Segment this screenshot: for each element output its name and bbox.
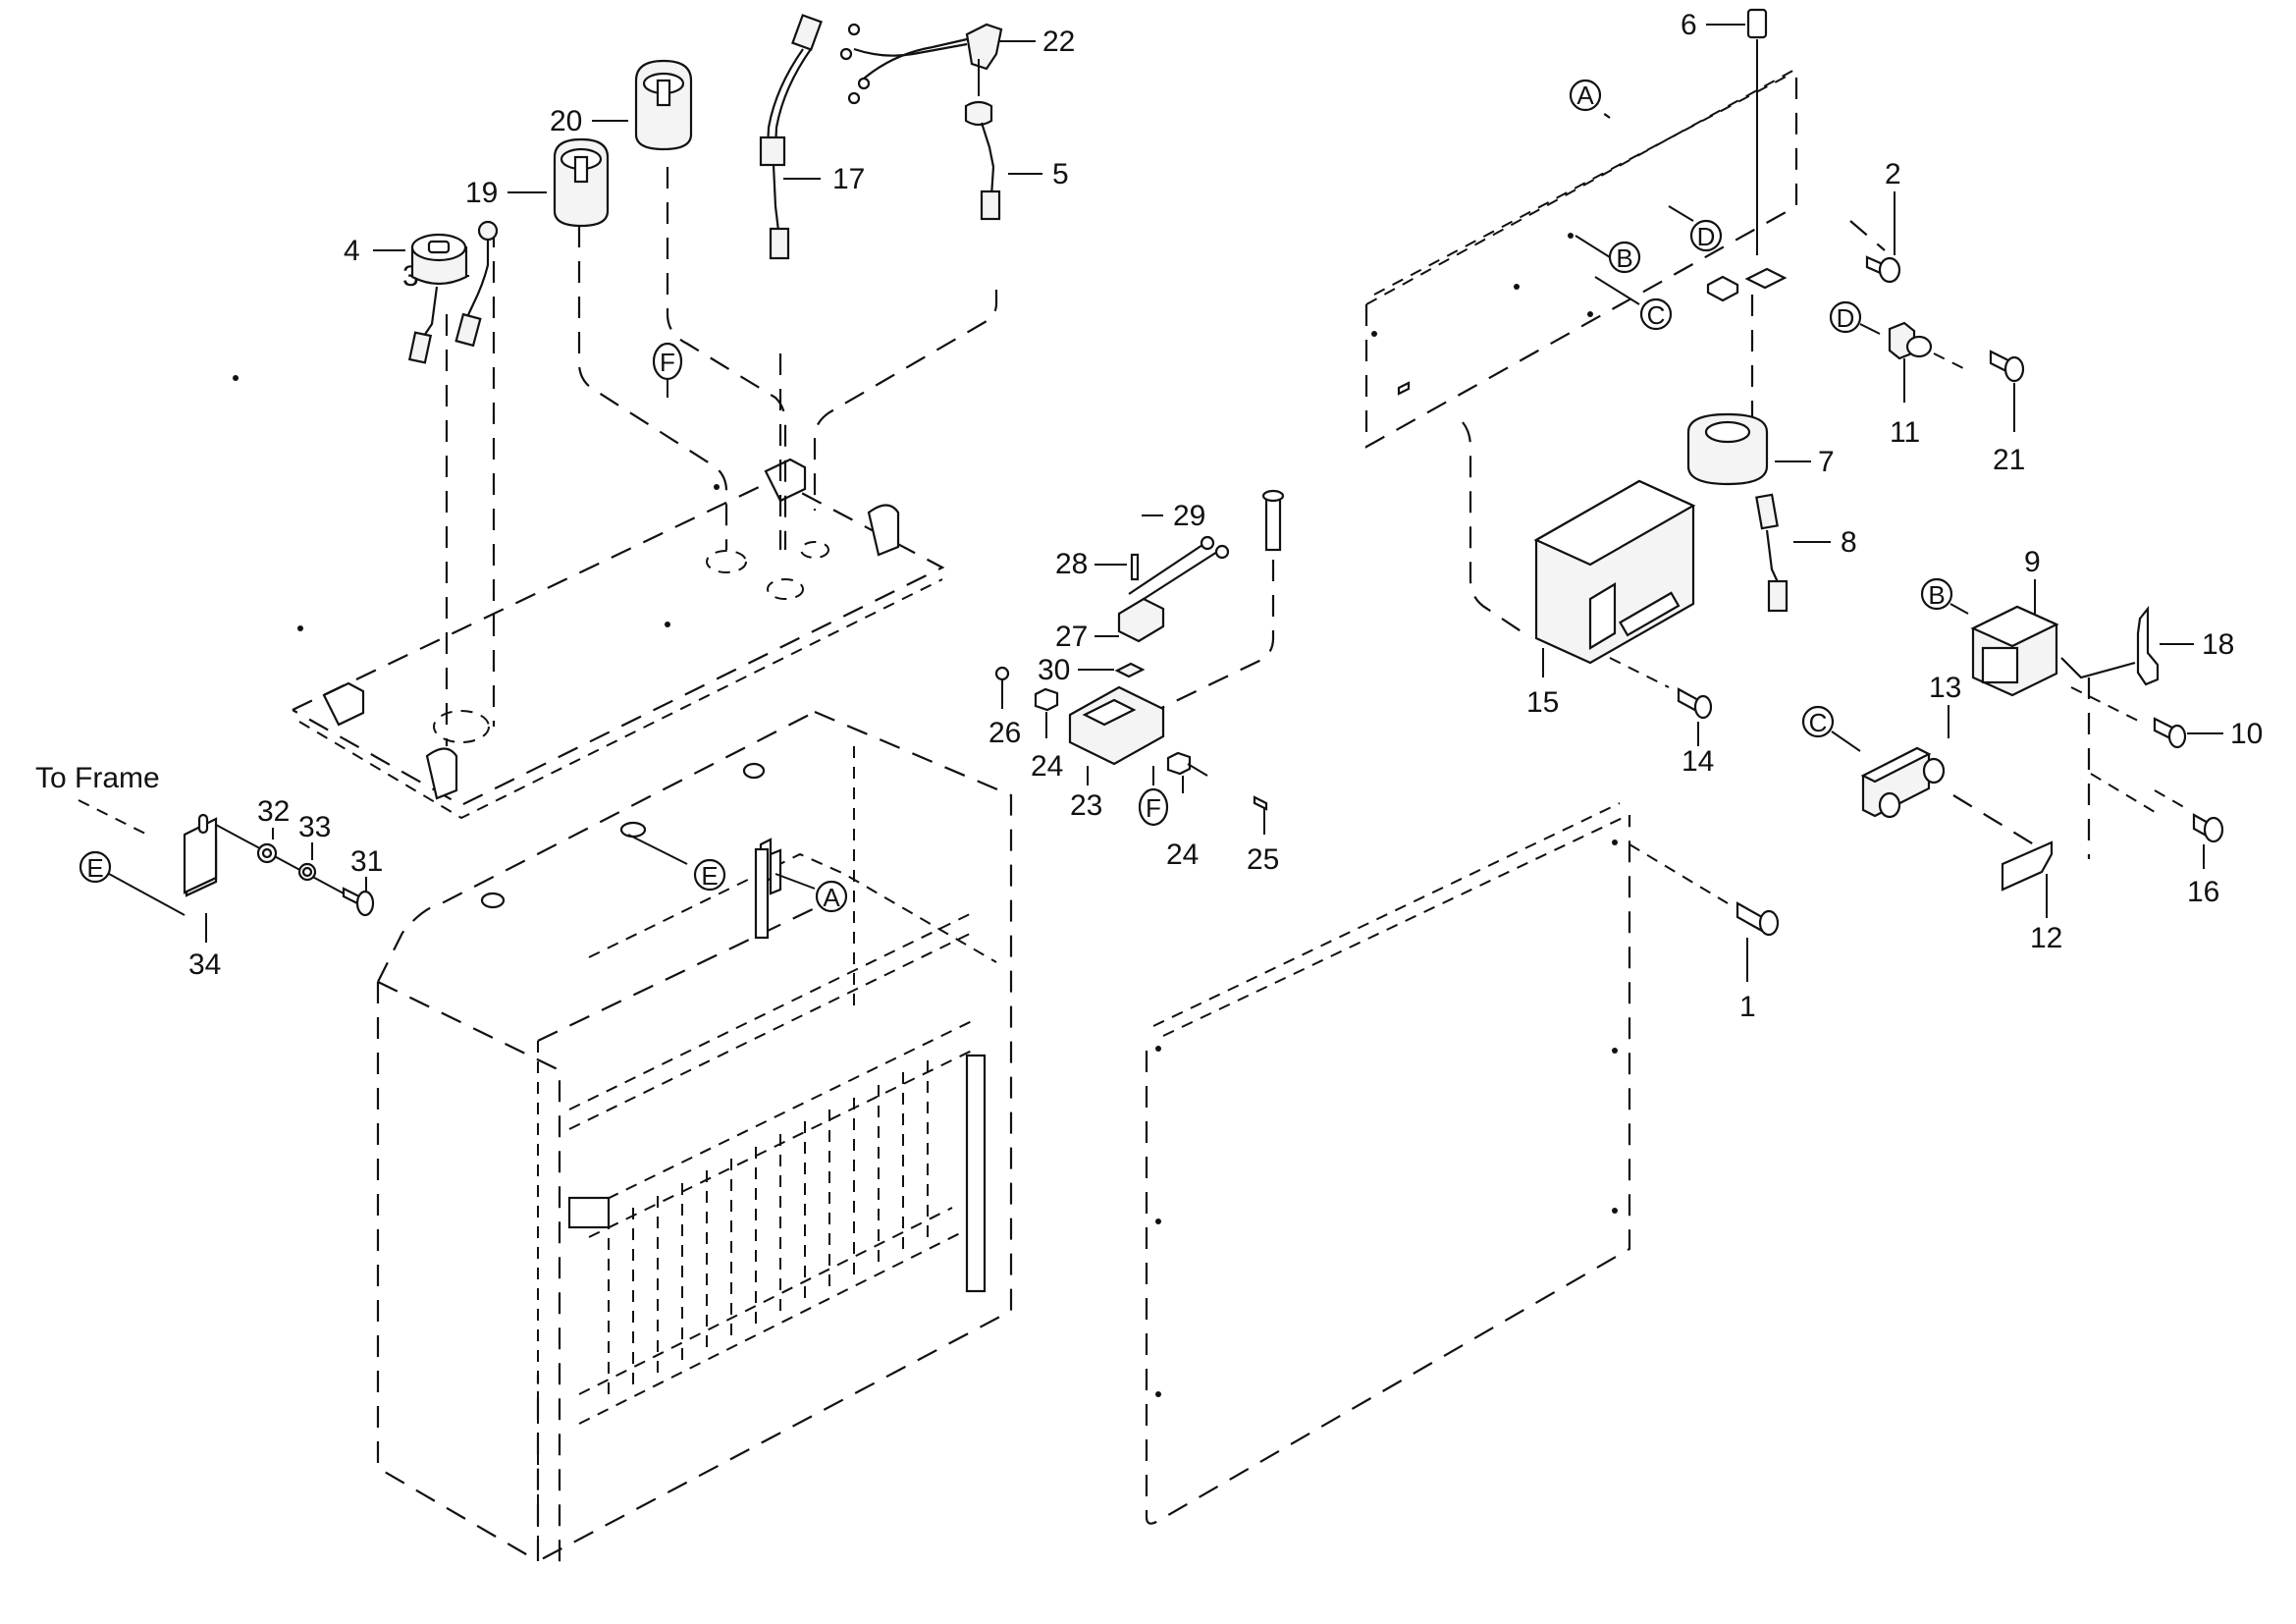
svg-text:C: C bbox=[1647, 300, 1666, 330]
part-19-knob-housing: 19 bbox=[465, 137, 610, 228]
part-label-34: 34 bbox=[188, 948, 221, 981]
part-label-24a: 24 bbox=[1031, 750, 1063, 783]
svg-text:B: B bbox=[1616, 244, 1632, 273]
part-label-30: 30 bbox=[1038, 654, 1070, 686]
svg-text:D: D bbox=[1837, 303, 1855, 333]
part-label-11: 11 bbox=[1890, 416, 1920, 449]
part-4-gauge: 4 bbox=[344, 233, 468, 364]
part-20-knob-housing: 20 bbox=[550, 59, 693, 151]
cover-panel bbox=[1145, 802, 1631, 1525]
part-label-23: 23 bbox=[1070, 789, 1102, 822]
part-label-18: 18 bbox=[2202, 628, 2234, 661]
part-label-4: 4 bbox=[344, 235, 360, 267]
part-11-switch: D 11 bbox=[1829, 300, 1933, 449]
callout-f-plate: F bbox=[652, 342, 683, 398]
part-label-2: 2 bbox=[1885, 158, 1901, 190]
part-15-control-module: 15 bbox=[1462, 421, 1696, 719]
terminal-block-assembly: 29 28 27 30 26 24 23 24 F 25 bbox=[988, 489, 1285, 876]
part-22-wire-assembly: 22 bbox=[839, 23, 1075, 105]
part-label-9: 9 bbox=[2024, 546, 2041, 578]
part-label-31: 31 bbox=[350, 845, 383, 878]
part-label-28: 28 bbox=[1055, 548, 1088, 580]
svg-text:D: D bbox=[1697, 222, 1716, 251]
part-8-harness: 8 bbox=[1755, 493, 1857, 613]
enclosure-box: E A bbox=[376, 710, 1013, 1566]
part-18-bracket: 18 bbox=[2060, 605, 2234, 686]
part-label-21: 21 bbox=[1993, 444, 2025, 476]
part-16-screw: 16 bbox=[2154, 789, 2224, 908]
part-2-bolt: 2 bbox=[1865, 158, 1901, 284]
assembly-guide-lines-left bbox=[445, 167, 998, 746]
frame-bracket-assembly: To Frame 34 32 33 31 E bbox=[35, 762, 383, 981]
part-label-10: 10 bbox=[2230, 718, 2263, 750]
svg-text:F: F bbox=[660, 348, 675, 377]
mounting-plate bbox=[233, 375, 945, 820]
svg-text:B: B bbox=[1928, 580, 1945, 610]
part-13-switch: C 13 bbox=[1801, 672, 1961, 819]
part-label-15: 15 bbox=[1526, 686, 1559, 719]
part-7-coil: 7 bbox=[1686, 412, 1835, 486]
part-label-24b: 24 bbox=[1166, 839, 1199, 871]
part-21-screw: 21 bbox=[1933, 350, 2025, 476]
to-frame-label: To Frame bbox=[35, 762, 160, 794]
part-label-29: 29 bbox=[1173, 500, 1205, 532]
part-label-12: 12 bbox=[2030, 922, 2062, 954]
part-1-screw: 1 bbox=[1629, 843, 1780, 1023]
radiator-fins bbox=[608, 1060, 929, 1394]
part-label-19: 19 bbox=[465, 177, 498, 209]
svg-text:C: C bbox=[1809, 708, 1828, 737]
part-label-27: 27 bbox=[1055, 621, 1088, 653]
part-label-26: 26 bbox=[988, 717, 1021, 749]
part-label-7: 7 bbox=[1818, 446, 1835, 478]
svg-text:F: F bbox=[1146, 793, 1161, 823]
part-label-32: 32 bbox=[257, 795, 290, 828]
part-label-8: 8 bbox=[1841, 526, 1857, 559]
part-label-5: 5 bbox=[1052, 158, 1069, 190]
part-label-6: 6 bbox=[1681, 9, 1697, 41]
part-label-16: 16 bbox=[2187, 876, 2219, 908]
part-17-cable-harness: 17 bbox=[759, 14, 865, 260]
part-label-13: 13 bbox=[1929, 672, 1961, 704]
svg-text:A: A bbox=[823, 883, 840, 912]
part-label-14: 14 bbox=[1682, 745, 1714, 778]
part-label-22: 22 bbox=[1042, 26, 1075, 58]
part-label-20: 20 bbox=[550, 105, 582, 137]
part-5-connector-harness: 5 bbox=[964, 59, 1069, 221]
part-9-relay: B 9 bbox=[1920, 546, 2059, 697]
svg-text:E: E bbox=[701, 861, 718, 891]
part-label-33: 33 bbox=[298, 811, 331, 843]
part-12-bracket: 12 bbox=[1952, 677, 2161, 954]
part-label-1: 1 bbox=[1739, 991, 1756, 1023]
control-panel-plate: A B C D bbox=[1364, 39, 1886, 449]
part-label-17: 17 bbox=[832, 163, 865, 195]
part-10-screw: 10 bbox=[2070, 686, 2263, 750]
part-6-bolt: 6 bbox=[1681, 8, 1768, 41]
part-label-25: 25 bbox=[1247, 843, 1279, 876]
svg-text:E: E bbox=[86, 853, 103, 883]
part-14-screw: 14 bbox=[1609, 657, 1714, 778]
svg-text:A: A bbox=[1576, 81, 1594, 110]
